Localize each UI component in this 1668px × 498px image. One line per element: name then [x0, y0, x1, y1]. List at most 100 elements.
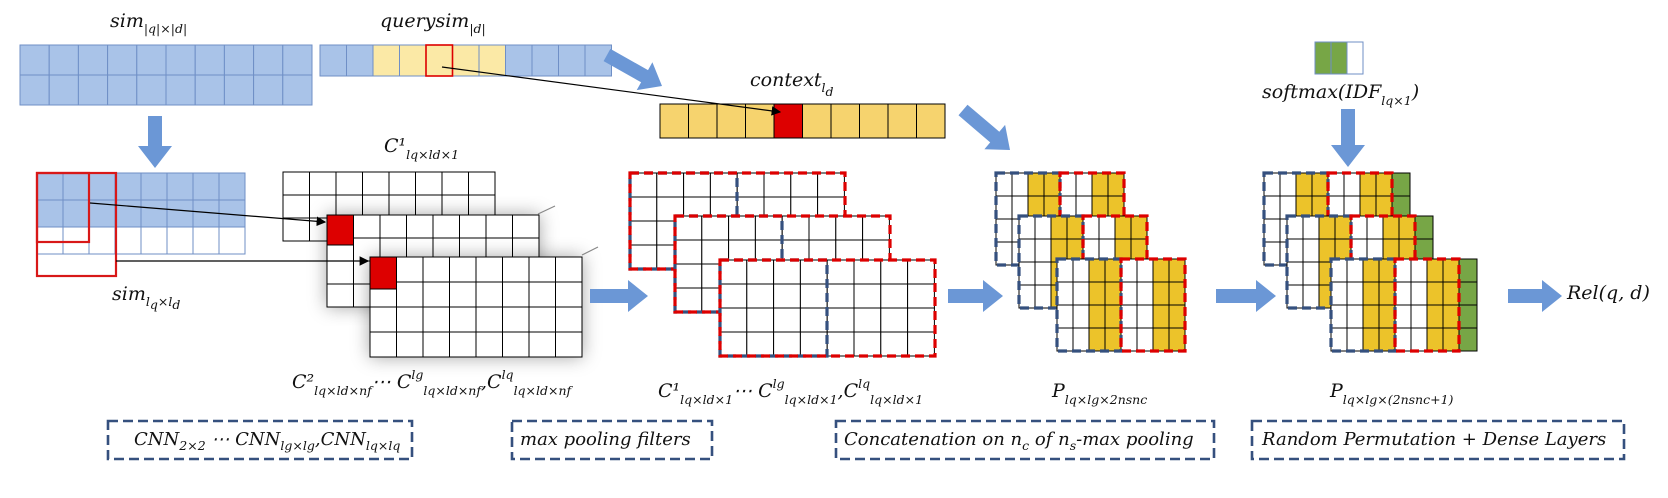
sim-full-label: sim|q|×|d|: [110, 10, 187, 36]
grid-cell: [48, 44, 79, 76]
grid-cell: [1330, 281, 1348, 306]
arrow-down-sim: [138, 116, 172, 168]
grid-cell: [1346, 281, 1364, 306]
grid-cell: [19, 44, 50, 76]
grid-cell: [763, 172, 792, 198]
grid-cell: [1043, 172, 1061, 197]
grid-cell: [629, 220, 658, 246]
grid-cell: [136, 74, 167, 106]
grid-cell: [194, 44, 225, 76]
grid-cell: [165, 74, 196, 106]
grid-cell: [1346, 304, 1364, 329]
grid-cell: [140, 199, 168, 228]
filter-connector-top: [89, 202, 327, 227]
grid-cell: [1011, 172, 1029, 197]
grid-cell: [353, 214, 381, 239]
grid-cell: [1346, 41, 1364, 75]
grid-cell: [140, 172, 168, 201]
dense-grid: [1330, 258, 1460, 352]
grid-cell: [808, 215, 837, 241]
grid-cell: [1458, 327, 1478, 352]
grid-cell: [1330, 258, 1348, 283]
depth-tick: [581, 246, 599, 256]
grid-cell: [1410, 258, 1428, 283]
grid-cell: [555, 331, 583, 358]
grid-cell: [799, 259, 828, 285]
arrow-dense-output: [1508, 280, 1562, 312]
cnn-map-2-highlight: [326, 214, 354, 246]
grid-cell: [1027, 172, 1045, 197]
grid-cell: [1104, 258, 1122, 283]
grid-cell: [485, 214, 513, 239]
grid-cell: [406, 214, 434, 239]
grid-cell: [528, 281, 556, 308]
grid-cell: [396, 331, 424, 358]
concat-layer-3: [1055, 257, 1187, 353]
pool-red-box: [673, 214, 892, 314]
dense-stack: [1262, 171, 1478, 353]
grid-cell: [1098, 215, 1116, 240]
grid-cell: [1018, 284, 1036, 309]
cnn-stack: [282, 171, 599, 358]
grid-cell: [1442, 327, 1460, 352]
grid-cell: [88, 172, 116, 201]
grid-cell: [165, 44, 196, 76]
grid-cell: [36, 172, 64, 201]
grid-cell: [282, 171, 310, 196]
grid-cell: [505, 44, 533, 77]
grid-cell: [1136, 327, 1154, 352]
grid-cell: [773, 283, 801, 309]
querysim-focus-cell: [425, 44, 454, 77]
grid-cell: [1442, 304, 1460, 329]
concat-blue-box: [1055, 257, 1123, 353]
idf-vector: [1314, 41, 1364, 75]
grid-cell: [1168, 304, 1186, 329]
grid-cell: [449, 256, 477, 283]
grid-cell: [372, 44, 400, 77]
grid-cell: [728, 215, 756, 241]
idf-grid: [1314, 41, 1364, 75]
grid-cell: [719, 307, 748, 333]
grid-cell: [1279, 172, 1297, 197]
grid-cell: [223, 44, 255, 76]
grid-cell: [1378, 304, 1396, 329]
grid-cell: [502, 281, 530, 308]
grid-cell: [781, 215, 810, 241]
p-mid-label: Plq×lg×2nsnc: [1051, 380, 1147, 407]
grid-cell: [422, 331, 450, 358]
grid-cell: [369, 331, 397, 358]
pool-red-box: [628, 171, 847, 271]
caption-dense-box: Random Permutation + Dense Layers: [1250, 419, 1626, 461]
grid-cell: [1034, 261, 1052, 286]
grid-cell: [62, 172, 90, 201]
concat-stack: [994, 171, 1187, 353]
grid-cell: [1263, 218, 1281, 243]
grid-cell: [1034, 284, 1052, 309]
grid-cell: [674, 287, 703, 313]
grid-cell: [629, 196, 658, 222]
grid-cell: [1034, 238, 1052, 263]
grid-cell: [218, 172, 246, 201]
grid-cell: [282, 217, 310, 242]
grid-cell: [396, 281, 424, 308]
grid-cell: [166, 226, 194, 255]
grid-cell: [1168, 327, 1186, 352]
grid-cell: [475, 256, 503, 283]
grid-cell: [335, 171, 363, 196]
dense-blue-box: [1285, 214, 1353, 310]
grid-cell: [1136, 281, 1154, 306]
sim-full-grid: [19, 44, 313, 106]
grid-cell: [369, 306, 397, 333]
querysim-row: [319, 44, 612, 77]
grid-cell: [1302, 238, 1320, 263]
grid-cell: [475, 306, 503, 333]
grid-cell: [1458, 281, 1478, 306]
grid-cell: [1394, 304, 1412, 329]
grid-cell: [1168, 281, 1186, 306]
grid-cell: [826, 331, 855, 357]
grid-cell: [1295, 172, 1313, 197]
grid-cell: [790, 172, 819, 198]
grid-cell: [449, 281, 477, 308]
grid-cell: [659, 103, 689, 139]
grid-cell: [1059, 172, 1077, 197]
